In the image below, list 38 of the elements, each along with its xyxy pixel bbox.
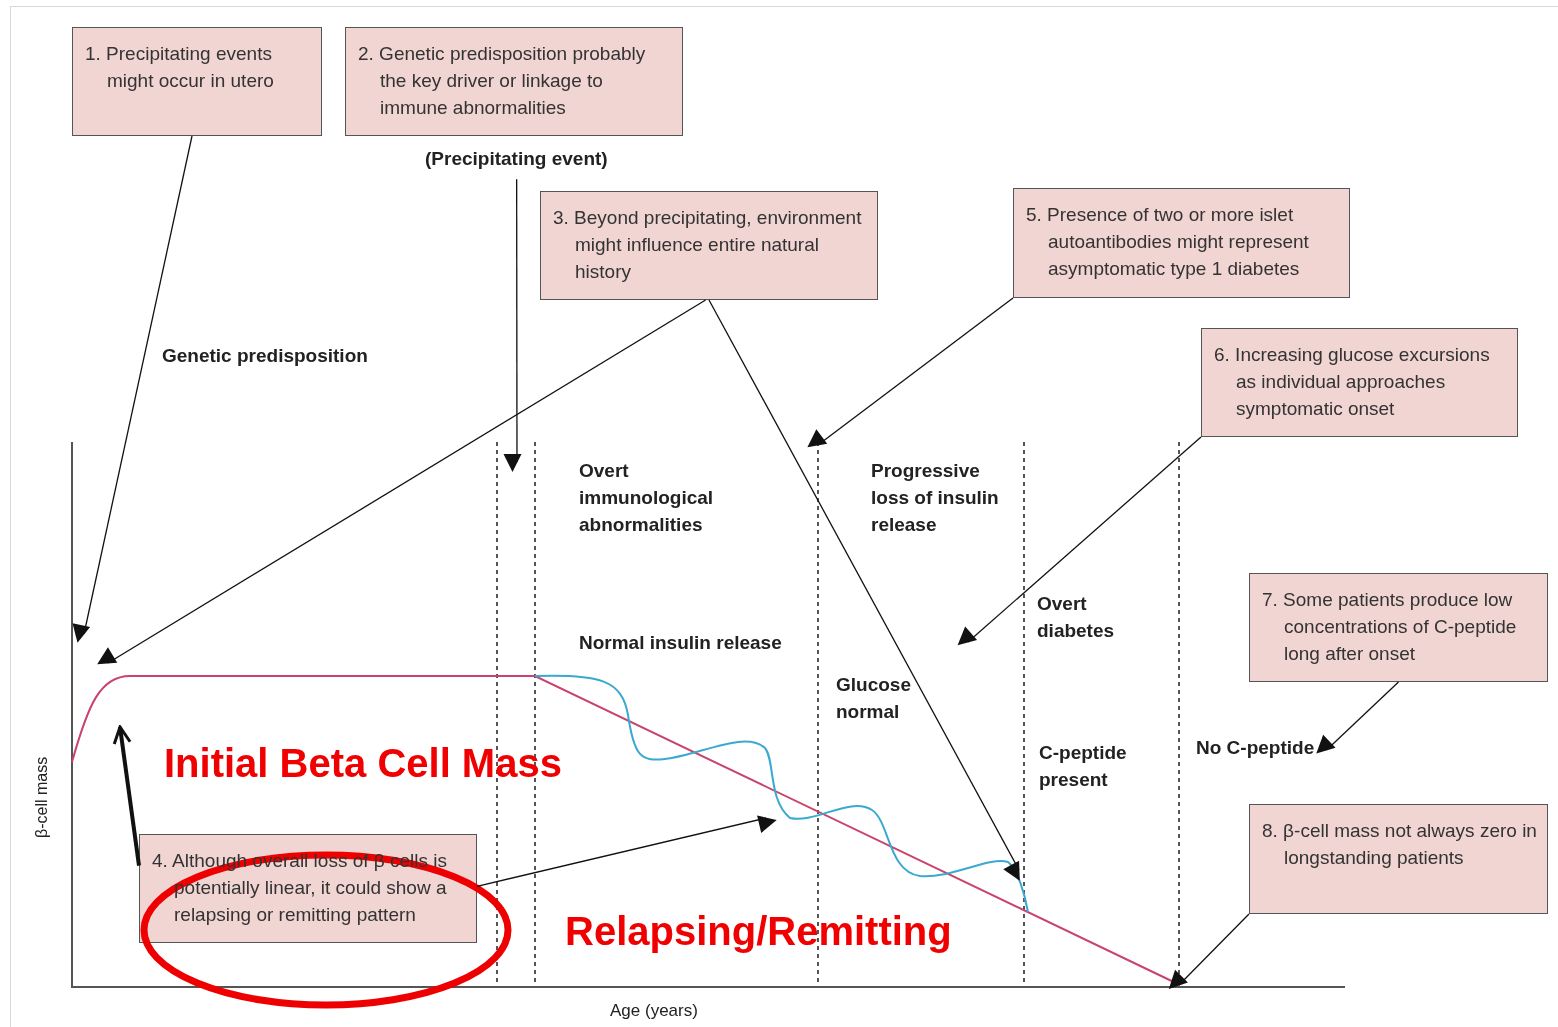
callout-box bbox=[1249, 804, 1548, 914]
callout-text: 5. Presence of two or more islet autoantibodies might represent asymptomatic type 1 diabetes bbox=[1026, 203, 1310, 281]
callout-box bbox=[72, 27, 322, 136]
stage-label: Progressive loss of insulin release bbox=[871, 459, 1000, 537]
callout-box bbox=[1249, 573, 1548, 682]
arrow bbox=[503, 178, 522, 472]
annotation-text: Relapsing/Remitting bbox=[565, 908, 952, 955]
arrow bbox=[112, 725, 141, 866]
stage-label: Genetic predisposition bbox=[162, 344, 368, 368]
arrow bbox=[97, 299, 707, 665]
annotation-text: Initial Beta Cell Mass bbox=[164, 740, 562, 787]
arrow bbox=[72, 135, 193, 643]
stage-label: (Precipitating event) bbox=[425, 148, 608, 170]
callout-box bbox=[139, 834, 477, 943]
arrow bbox=[1168, 913, 1250, 989]
callout-box bbox=[540, 191, 878, 300]
callout-text: 6. Increasing glucose excursions as individual approaches symptomatic onset bbox=[1214, 343, 1491, 421]
stage-label: Overt diabetes bbox=[1037, 592, 1116, 643]
arrow bbox=[708, 299, 1020, 881]
stage-label: Glucose normal bbox=[836, 673, 912, 724]
callout-text: 2. Genetic predisposition probably the key driver or linkage to immune abnormalities bbox=[358, 42, 647, 120]
stage-label: C-peptide present bbox=[1039, 741, 1128, 792]
stage-label: Overt immunological abnormalities bbox=[579, 459, 715, 537]
stage-label: Normal insulin release bbox=[579, 631, 782, 655]
axis-label: Age (years) bbox=[610, 1001, 698, 1021]
arrow bbox=[957, 436, 1202, 646]
stage-label: No C-peptide bbox=[1196, 737, 1315, 759]
arrow bbox=[807, 297, 1014, 448]
axis-label: β-cell mass bbox=[32, 756, 51, 838]
callout-box bbox=[345, 27, 683, 136]
callout-text: 1. Precipitating events might occur in utero bbox=[85, 42, 275, 93]
callout-text: 8. β-cell mass not always zero in longstanding patients bbox=[1262, 819, 1538, 870]
callout-text: 3. Beyond precipitating, environment might influence entire natural history bbox=[553, 206, 863, 284]
callout-box bbox=[1013, 188, 1350, 298]
arrow bbox=[476, 815, 777, 887]
callout-box bbox=[1201, 328, 1518, 437]
arrow bbox=[1316, 681, 1400, 754]
callout-text: 7. Some patients produce low concentrations of C-peptide long after onset bbox=[1262, 588, 1518, 666]
